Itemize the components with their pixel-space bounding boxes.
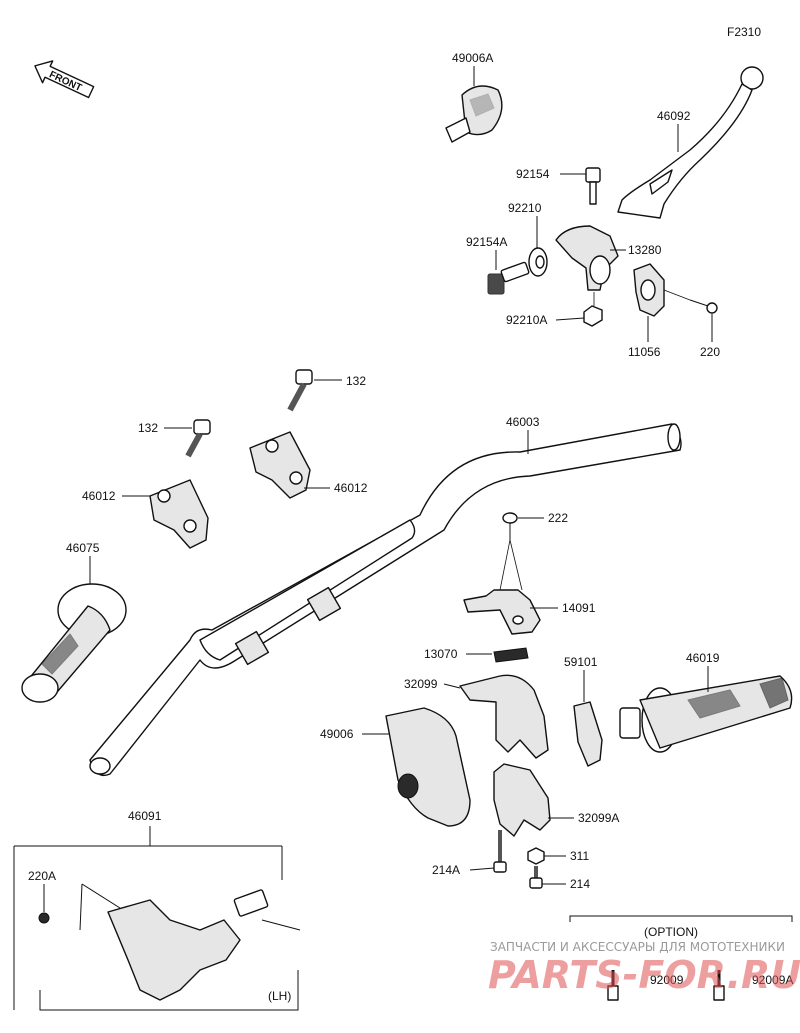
- label-92154A: 92154A: [466, 235, 507, 249]
- label-32099A: 32099A: [578, 811, 619, 825]
- label-92154: 92154: [516, 167, 550, 181]
- part-132-bolt-right[interactable]: [287, 369, 313, 412]
- part-311-nut[interactable]: [527, 847, 545, 865]
- part-92154-bolt[interactable]: [585, 167, 601, 205]
- part-32099A-housing-lower[interactable]: [493, 763, 551, 837]
- part-49006-cover[interactable]: [385, 707, 471, 827]
- part-92210A-nut[interactable]: [583, 305, 603, 327]
- label-220A: 220A: [28, 869, 56, 883]
- front-arrow-icon: FRONT: [34, 60, 95, 99]
- label-49006: 49006: [320, 727, 354, 741]
- label-92210: 92210: [508, 201, 542, 215]
- part-46075-grip-left[interactable]: [21, 583, 127, 703]
- part-13070-ring[interactable]: [493, 647, 529, 663]
- watermark-text: ЗАПЧАСТИ И АКСЕССУАРЫ ДЛЯ МОТОТЕХНИКИ: [490, 940, 785, 954]
- label-222: 222: [548, 511, 568, 525]
- part-32099-housing-upper[interactable]: [459, 674, 549, 759]
- part-92009-bolt[interactable]: [607, 970, 619, 1001]
- label-13070: 13070: [424, 647, 458, 661]
- label-214: 214: [570, 877, 590, 891]
- label-46019: 46019: [686, 651, 720, 665]
- label-132-right: 132: [346, 374, 366, 388]
- label-11056: 11056: [628, 345, 661, 359]
- label-46092: 46092: [657, 109, 691, 123]
- label-46075: 46075: [66, 541, 100, 555]
- part-46003-handlebar[interactable]: [89, 423, 682, 777]
- label-59101: 59101: [564, 655, 598, 669]
- label-46091: 46091: [128, 809, 162, 823]
- diagram-code: F2310: [727, 25, 761, 39]
- label-13280: 13280: [628, 243, 662, 257]
- part-46019-grip-right[interactable]: [619, 675, 793, 753]
- part-49006A-cover[interactable]: [445, 85, 503, 143]
- part-214A-bolt[interactable]: [493, 830, 507, 873]
- group-lh-bracket: [39, 970, 299, 1011]
- option-label: (OPTION): [644, 925, 698, 939]
- watermark-logo: PARTS-FOR.RU: [488, 953, 800, 997]
- part-92210-nut[interactable]: [528, 247, 548, 277]
- part-132-bolt-left[interactable]: [185, 419, 211, 458]
- option-bracket: [569, 915, 793, 922]
- label-92009A: 92009A: [752, 973, 793, 987]
- label-46003: 46003: [506, 415, 540, 429]
- group-46091-bracket: [13, 826, 283, 1010]
- part-11056-bracket[interactable]: [633, 263, 665, 317]
- label-311: 311: [570, 849, 589, 863]
- lh-label: (LH): [268, 989, 291, 1003]
- label-92210A: 92210A: [506, 313, 547, 327]
- part-220-screw[interactable]: [689, 299, 718, 314]
- label-14091: 14091: [562, 601, 596, 615]
- part-220A-screw[interactable]: [38, 912, 50, 924]
- part-214-bolt[interactable]: [529, 866, 543, 889]
- part-46012-clamp-left[interactable]: [149, 479, 209, 549]
- part-13280-holder[interactable]: [555, 225, 619, 291]
- label-46012-left: 46012: [82, 489, 116, 503]
- label-220: 220: [700, 345, 720, 359]
- label-49006A: 49006A: [452, 51, 493, 65]
- part-59101-guide[interactable]: [573, 701, 603, 767]
- part-222-screw[interactable]: [502, 512, 518, 540]
- part-14091-bracket[interactable]: [463, 589, 541, 635]
- part-46091-switch[interactable]: [107, 889, 301, 1001]
- label-32099: 32099: [404, 677, 438, 691]
- part-46012-clamp-right[interactable]: [249, 431, 311, 499]
- part-46092-lever[interactable]: [617, 66, 764, 219]
- label-132-left: 132: [138, 421, 158, 435]
- label-214A: 214A: [432, 863, 460, 877]
- part-92154A-adjuster[interactable]: [487, 261, 530, 295]
- label-92009: 92009: [650, 973, 684, 987]
- label-46012-right: 46012: [334, 481, 368, 495]
- part-92009A-bolt[interactable]: [713, 970, 725, 1001]
